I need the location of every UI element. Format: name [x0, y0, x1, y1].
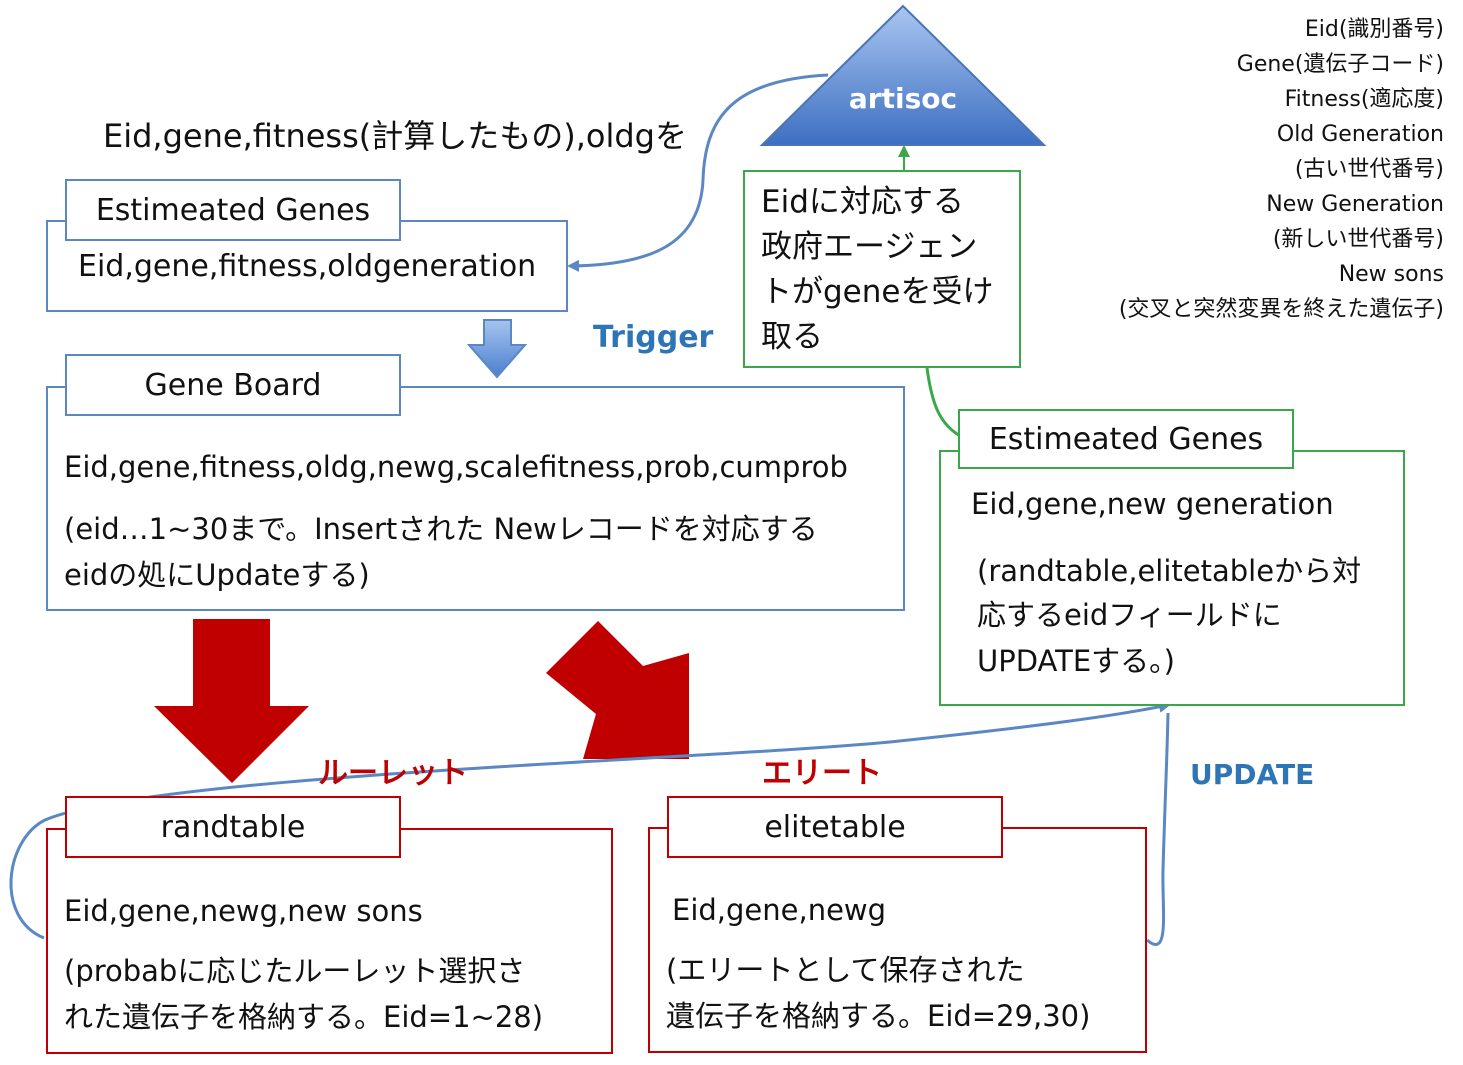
roulette-arrow	[154, 619, 309, 783]
legend-item: New Generation	[1266, 192, 1444, 217]
elitetable-note-2: 遺伝子を格納する。Eid=29,30)	[666, 999, 1091, 1033]
randtable-box: Eid,gene,newg,new sons (probabに応じたルーレット選…	[46, 828, 613, 1054]
government-to-estimated-connector	[925, 367, 963, 439]
government-agent-box: Eidに対応する 政府エージェン トがgeneを受け 取る	[743, 170, 1021, 368]
legend-item: Fitness(適応度)	[1284, 87, 1444, 112]
legend-item: (新しい世代番号)	[1272, 227, 1444, 252]
roulette-label-line-1: ルーレット	[318, 756, 468, 791]
estimated-genes-top-fields: Eid,gene,fitness,oldgeneration	[78, 249, 537, 284]
government-line-3: トがgeneを受け	[761, 274, 994, 310]
artisoc-to-estimated-arrow	[567, 73, 829, 272]
elitetable-update-curve	[1146, 712, 1170, 947]
legend-item: New sons	[1338, 262, 1444, 287]
trigger-label: Trigger	[593, 320, 714, 355]
elite-arrow	[546, 621, 689, 759]
elite-label-line-1: エリート	[762, 756, 882, 791]
randtable-fields: Eid,gene,newg,new sons	[64, 894, 423, 928]
government-line-1: Eidに対応する	[761, 184, 964, 220]
elitetable-note-1: (エリートとして保存された	[666, 953, 1025, 987]
estimated-genes-right-note-3: UPDATEする。)	[977, 644, 1175, 678]
elitetable-box: Eid,gene,newg (エリートとして保存された 遺伝子を格納する。Eid…	[648, 827, 1147, 1053]
randtable-note-1: (probabに応じたルーレット選択さ	[64, 954, 526, 988]
gene-board-title: Gene Board	[65, 354, 401, 416]
legend-item: (古い世代番号)	[1294, 157, 1444, 182]
legend: Eid(識別番号) Gene(遺伝子コード) Fitness(適応度) Old …	[1119, 12, 1444, 327]
artisoc-triangle	[759, 4, 1047, 146]
header-line-1: Eid,gene,fitness(計算したもの),oldgを	[103, 117, 687, 155]
update-label: UPDATE	[1190, 758, 1315, 791]
randtable-title: randtable	[65, 796, 401, 858]
government-line-2: 政府エージェン	[761, 229, 978, 265]
elitetable-title: elitetable	[667, 796, 1003, 858]
artisoc-label: artisoc	[848, 82, 958, 115]
estimated-genes-right-note-2: 応するeidフィールドに	[977, 598, 1282, 632]
randtable-update-curve	[9, 700, 1171, 940]
legend-item: (交叉と突然変異を終えた遺伝子)	[1118, 297, 1444, 322]
elitetable-fields: Eid,gene,newg	[672, 893, 887, 927]
estimated-genes-top-title: Estimeated Genes	[65, 179, 401, 241]
gene-board-fields: Eid,gene,fitness,oldg,newg,scalefitness,…	[64, 450, 848, 484]
government-line-4: 取る	[761, 319, 823, 355]
legend-item: Old Generation	[1276, 122, 1444, 147]
estimated-genes-right-box: Eid,gene,new generation (randtable,elite…	[939, 450, 1405, 706]
estimated-genes-right-fields: Eid,gene,new generation	[971, 487, 1334, 521]
randtable-note-2: れた遺伝子を格納する。Eid=1~28)	[64, 1000, 544, 1034]
gene-board-note-1: (eid…1~30まで。Insertされた Newレコードを対応する	[64, 512, 818, 546]
trigger-down-arrow	[466, 319, 528, 379]
estimated-genes-right-title: Estimeated Genes	[958, 409, 1294, 469]
estimated-genes-right-note-1: (randtable,elitetableから対	[977, 554, 1362, 588]
gene-board-box: Eid,gene,fitness,oldg,newg,scalefitness,…	[46, 386, 905, 611]
gene-board-note-2: eidの処にUpdateする)	[64, 558, 370, 592]
legend-item: Gene(遺伝子コード)	[1236, 52, 1444, 77]
legend-item: Eid(識別番号)	[1304, 17, 1444, 42]
